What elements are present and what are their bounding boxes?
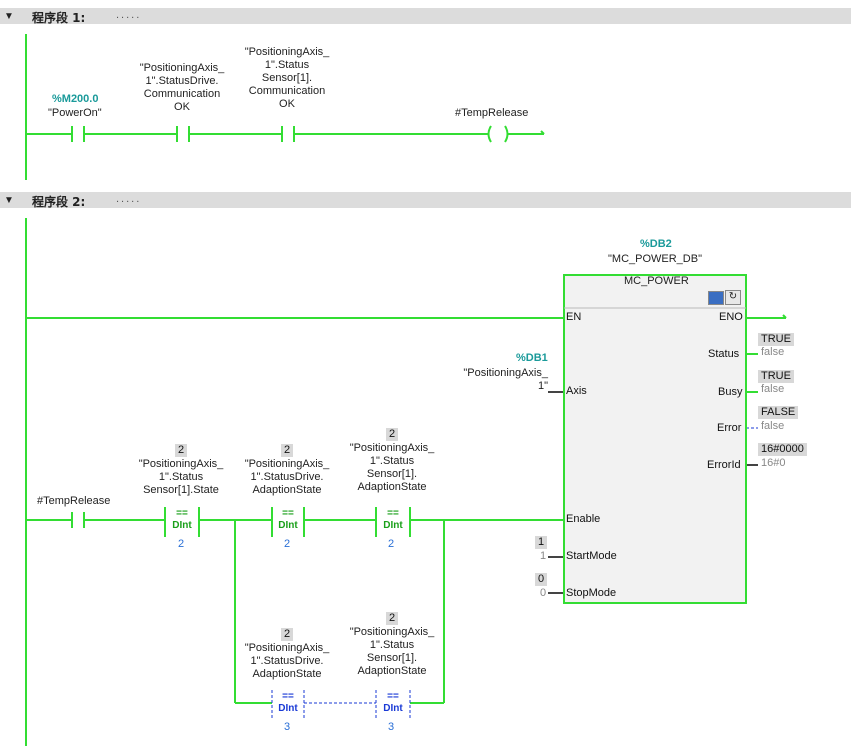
mc-power-instance-address: %DB2 [640, 238, 672, 250]
network-1-title: 程序段 1: [32, 11, 86, 25]
stopmode-value[interactable]: 0 [540, 587, 547, 599]
cmp2-tag[interactable]: "PositioningAxis_ 1".StatusDrive. Adapti… [244, 458, 330, 496]
busy-online-value: TRUE [758, 370, 794, 383]
cmp5-operator[interactable]: == [387, 691, 399, 702]
busy-value: false [761, 383, 785, 395]
pin-en: EN [566, 311, 582, 323]
stethoscope-icon[interactable]: ↻ [725, 290, 741, 305]
network-2-comment[interactable]: ..... [116, 193, 142, 205]
pin-busy: Busy [718, 386, 743, 398]
cmp5-tag[interactable]: "PositioningAxis_ 1".Status Sensor[1]. A… [349, 626, 435, 677]
cmp4-value[interactable]: 3 [284, 721, 291, 733]
cmp2-operator[interactable]: == [282, 508, 294, 519]
cmp4-tag[interactable]: "PositioningAxis_ 1".StatusDrive. Adapti… [244, 642, 330, 680]
collapse-triangle-icon[interactable]: ▼ [4, 11, 14, 22]
network-2-inactive-branch [271, 427, 758, 718]
cmp5-value[interactable]: 3 [388, 721, 395, 733]
stopmode-online-value: 0 [535, 573, 548, 586]
pin-axis: Axis [566, 385, 587, 397]
network-1-rungs [25, 34, 545, 180]
cmp1-online-value: 2 [175, 444, 188, 457]
cmp4-online-value: 2 [281, 628, 294, 641]
contact-temprelease-tag[interactable]: #TempRelease [37, 495, 111, 507]
errorid-online-value: 16#0000 [758, 443, 807, 456]
cmp1-type: DInt [172, 520, 192, 531]
axis-db-tag[interactable]: "PositioningAxis_ 1" [463, 367, 548, 392]
cmp3-value[interactable]: 2 [388, 538, 395, 550]
contact-sensor-comm-tag[interactable]: "PositioningAxis_ 1".Status Sensor[1]. C… [244, 46, 330, 110]
axis-db-address: %DB1 [516, 352, 548, 364]
contact-statusdrive-comm-tag[interactable]: "PositioningAxis_ 1".StatusDrive. Commun… [139, 62, 225, 113]
pin-status: Status [708, 348, 740, 360]
error-value: false [761, 420, 785, 432]
cmp1-tag[interactable]: "PositioningAxis_ 1".Status Sensor[1].St… [138, 458, 224, 496]
cmp5-type: DInt [383, 703, 403, 714]
network-1-comment[interactable]: ..... [116, 9, 142, 21]
cmp3-online-value: 2 [386, 428, 399, 441]
cmp3-operator[interactable]: == [387, 508, 399, 519]
mc-power-block-frame [563, 274, 747, 604]
contact-poweron-tag[interactable]: "PowerOn" [48, 107, 102, 119]
status-online-value: TRUE [758, 333, 794, 346]
network-2-rungs [25, 218, 787, 746]
startmode-online-value: 1 [535, 536, 548, 549]
online-monitor-icon[interactable] [708, 291, 724, 305]
network-1-header[interactable]: ▼ 程序段 1: ..... [0, 8, 851, 25]
errorid-value: 16#0 [761, 457, 786, 469]
cmp4-type: DInt [278, 703, 298, 714]
pin-errorid: ErrorId [707, 459, 741, 471]
cmp2-type: DInt [278, 520, 298, 531]
contact-poweron-address: %M200.0 [52, 93, 99, 105]
pin-enable: Enable [566, 513, 601, 525]
status-value: false [761, 346, 785, 358]
pin-startmode: StartMode [566, 550, 617, 562]
pin-eno: ENO [719, 311, 743, 323]
startmode-value[interactable]: 1 [540, 550, 547, 562]
cmp5-online-value: 2 [386, 612, 399, 625]
cmp3-tag[interactable]: "PositioningAxis_ 1".Status Sensor[1]. A… [349, 442, 435, 493]
coil-temprelease-tag[interactable]: #TempRelease [455, 107, 529, 119]
cmp2-online-value: 2 [281, 444, 294, 457]
cmp1-operator[interactable]: == [176, 508, 188, 519]
cmp4-operator[interactable]: == [282, 691, 294, 702]
mc-power-block-name: MC_POWER [624, 275, 689, 287]
network-2-title: 程序段 2: [32, 195, 86, 209]
cmp1-value[interactable]: 2 [178, 538, 185, 550]
pin-error: Error [717, 422, 742, 434]
network-2-header[interactable]: ▼ 程序段 2: ..... [0, 192, 851, 209]
collapse-triangle-icon[interactable]: ▼ [4, 195, 14, 206]
pin-stopmode: StopMode [566, 587, 617, 599]
cmp3-type: DInt [383, 520, 403, 531]
mc-power-instance-name[interactable]: "MC_POWER_DB" [608, 253, 702, 265]
error-online-value: FALSE [758, 406, 799, 419]
cmp2-value[interactable]: 2 [284, 538, 291, 550]
